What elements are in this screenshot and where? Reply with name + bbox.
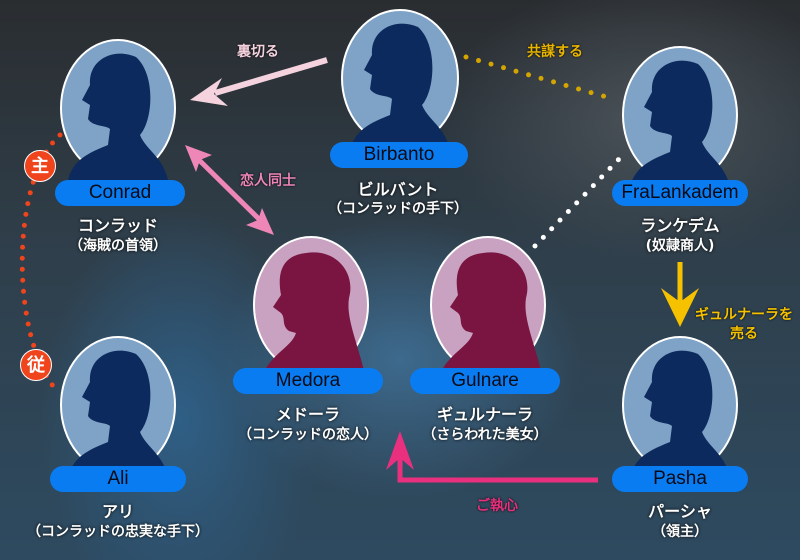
name-pill-birbanto: Birbanto <box>330 142 468 168</box>
label-infatuated: ご執心 <box>476 498 518 514</box>
name-pill-medora: Medora <box>233 368 383 394</box>
role-gulnare: （さらわれた美女） <box>422 427 548 443</box>
role-lankadem: (奴隷商人) <box>645 238 715 254</box>
role-pasha: （領主） <box>652 524 708 540</box>
servant-badge: 従 <box>20 349 52 381</box>
name-ja-pasha: パーシャ <box>648 502 712 521</box>
label-sell-1: ギュルナーラを <box>695 307 793 323</box>
name-ja-lankadem: ランケデム <box>640 216 720 235</box>
role-birbanto: （コンラッドの手下） <box>328 201 468 217</box>
role-ali: （コンラッドの忠実な手下） <box>27 524 209 540</box>
portrait-conrad <box>60 39 176 180</box>
infatuated-arrow <box>386 431 598 483</box>
name-pill-pasha: Pasha <box>612 466 748 492</box>
portrait-pasha <box>622 336 738 477</box>
portrait-medora <box>253 236 369 378</box>
label-lovers: 恋人同士 <box>240 173 296 189</box>
name-pill-ali: Ali <box>50 466 186 492</box>
name-ja-birbanto: ビルバント <box>357 180 439 199</box>
portrait-birbanto <box>341 9 459 150</box>
portrait-ali <box>60 336 176 477</box>
name-ja-medora: メドーラ <box>275 405 340 424</box>
portrait-lankadem <box>622 46 738 187</box>
lankadem-gulnare-link <box>532 155 623 249</box>
label-conspire: 共謀する <box>527 44 583 60</box>
betray-arrow <box>190 57 328 106</box>
name-pill-lankadem: FraLankadem <box>612 180 748 206</box>
conspire-line <box>463 54 613 101</box>
label-sell-2: 売る <box>730 326 758 342</box>
lovers-arrow <box>185 145 274 235</box>
role-conrad: （海賊の首領） <box>69 238 167 254</box>
name-ja-conrad: コンラッド <box>77 216 158 235</box>
master-badge: 主 <box>24 150 56 182</box>
name-pill-conrad: Conrad <box>55 180 185 206</box>
role-medora: （コンラッドの恋人） <box>238 427 378 443</box>
sell-arrow <box>661 262 699 327</box>
name-ja-ali: アリ <box>101 502 134 521</box>
label-betray: 裏切る <box>237 44 279 60</box>
name-pill-gulnare: Gulnare <box>410 368 560 394</box>
portrait-gulnare <box>430 236 546 378</box>
name-ja-gulnare: ギュルナーラ <box>436 405 533 424</box>
